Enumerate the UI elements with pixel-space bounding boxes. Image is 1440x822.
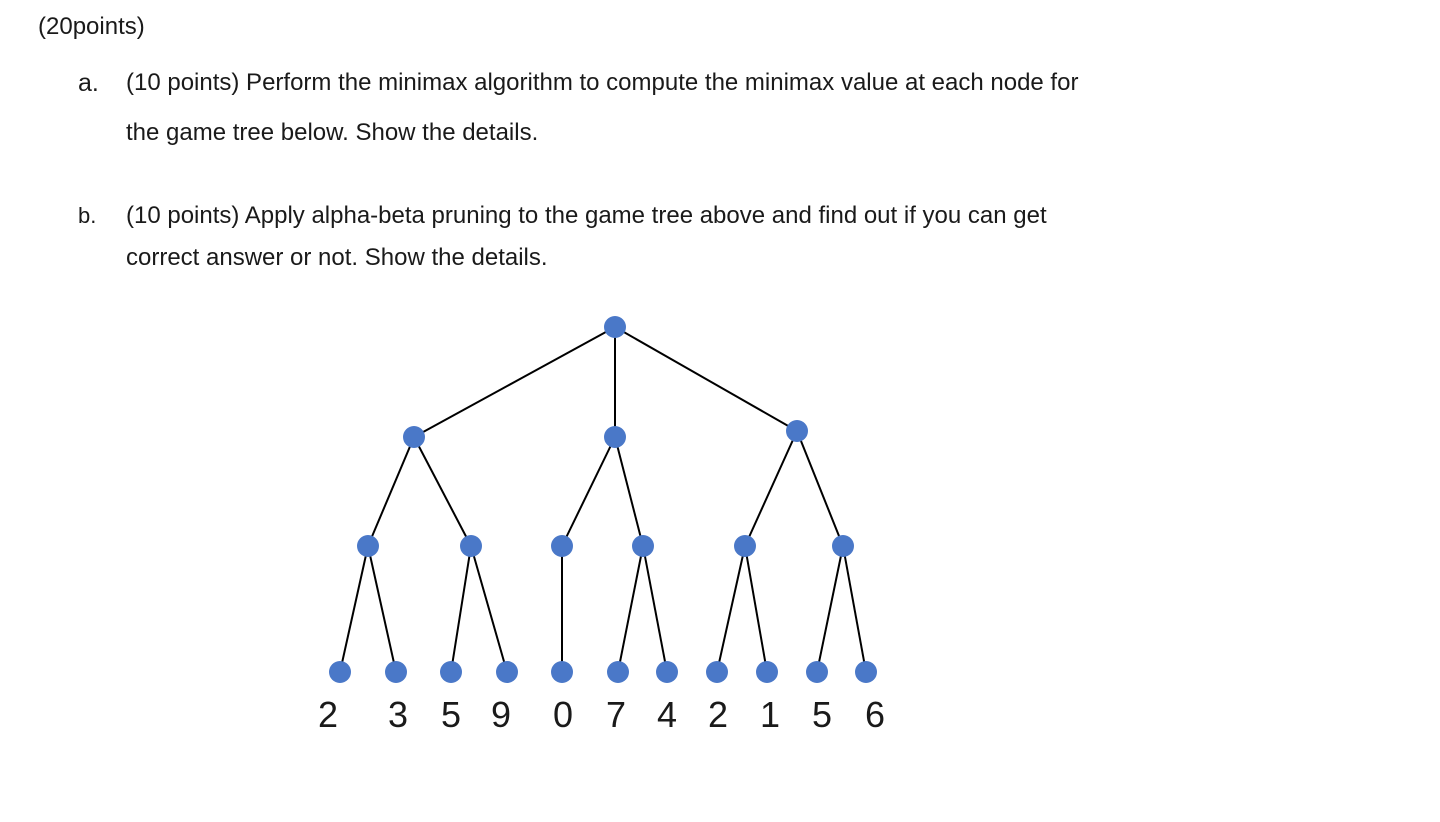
tree-edge-l2-leaf-5 [617, 545, 644, 673]
tree-node-level2-5 [832, 535, 854, 557]
tree-edge-l2-leaf-10 [842, 545, 867, 673]
question-b-line-1: (10 points) Apply alpha-beta pruning to … [126, 202, 1047, 229]
tree-edge-l1-l2-5 [796, 430, 844, 547]
tree-node-leaf-5 [607, 661, 629, 683]
tree-edge-l2-leaf-6 [642, 545, 668, 673]
tree-node-level1-2 [786, 420, 808, 442]
leaf-value-label: 5 [441, 694, 461, 735]
tree-node-leaf-8 [756, 661, 778, 683]
question-a-marker: a. [78, 69, 99, 97]
tree-node-leaf-7 [706, 661, 728, 683]
leaf-value-label: 4 [657, 694, 677, 735]
tree-node-leaf-10 [855, 661, 877, 683]
tree-node-level2-1 [460, 535, 482, 557]
leaf-value-label: 5 [812, 694, 832, 735]
tree-node-leaf-3 [496, 661, 518, 683]
tree-node-level1-0 [403, 426, 425, 448]
tree-edge-l2-leaf-7 [716, 545, 746, 673]
tree-node-leaf-2 [440, 661, 462, 683]
question-a-line-2: the game tree below. Show the details. [126, 119, 539, 146]
leaf-value-label: 1 [760, 694, 780, 735]
tree-edge-l2-leaf-8 [744, 545, 768, 673]
tree-node-leaf-1 [385, 661, 407, 683]
tree-edge-l1-l2-1 [413, 436, 472, 547]
tree-node-leaf-0 [329, 661, 351, 683]
tree-node-root [604, 316, 626, 338]
leaf-value-label: 2 [318, 694, 338, 735]
tree-edge-l2-leaf-1 [367, 545, 397, 673]
leaf-value-label: 3 [388, 694, 408, 735]
tree-edge-l1-l2-3 [614, 436, 644, 547]
question-b-text: (10 points) Apply alpha-beta pruning to … [126, 195, 1246, 279]
leaf-value-label: 7 [606, 694, 626, 735]
tree-node-leaf-4 [551, 661, 573, 683]
leaf-value-label: 9 [491, 694, 511, 735]
leaf-value-label: 0 [553, 694, 573, 735]
tree-edge-l1-l2-2 [561, 436, 616, 547]
tree-edge-l1-l2-4 [744, 430, 798, 547]
tree-edge-root-2 [614, 326, 798, 432]
tree-node-level2-2 [551, 535, 573, 557]
leaf-value-label: 2 [708, 694, 728, 735]
tree-edge-l1-l2-0 [367, 436, 415, 547]
tree-edge-l2-leaf-3 [470, 545, 508, 673]
tree-node-leaf-6 [656, 661, 678, 683]
tree-node-level2-3 [632, 535, 654, 557]
problem-header: (20points) [38, 13, 145, 40]
tree-node-leaf-9 [806, 661, 828, 683]
question-b-line-2: correct answer or not. Show the details. [126, 244, 548, 271]
tree-edge-l2-leaf-2 [450, 545, 472, 673]
leaf-value-label: 6 [865, 694, 885, 735]
tree-edge-l2-leaf-0 [339, 545, 369, 673]
tree-node-level1-1 [604, 426, 626, 448]
tree-node-level2-4 [734, 535, 756, 557]
tree-edge-l2-leaf-9 [816, 545, 844, 673]
tree-node-level2-0 [357, 535, 379, 557]
tree-edge-root-0 [413, 326, 616, 438]
question-a-line-1: (10 points) Perform the minimax algorith… [126, 69, 1079, 96]
question-a-text: (10 points) Perform the minimax algorith… [126, 58, 1246, 158]
question-b-marker: b. [78, 203, 97, 228]
